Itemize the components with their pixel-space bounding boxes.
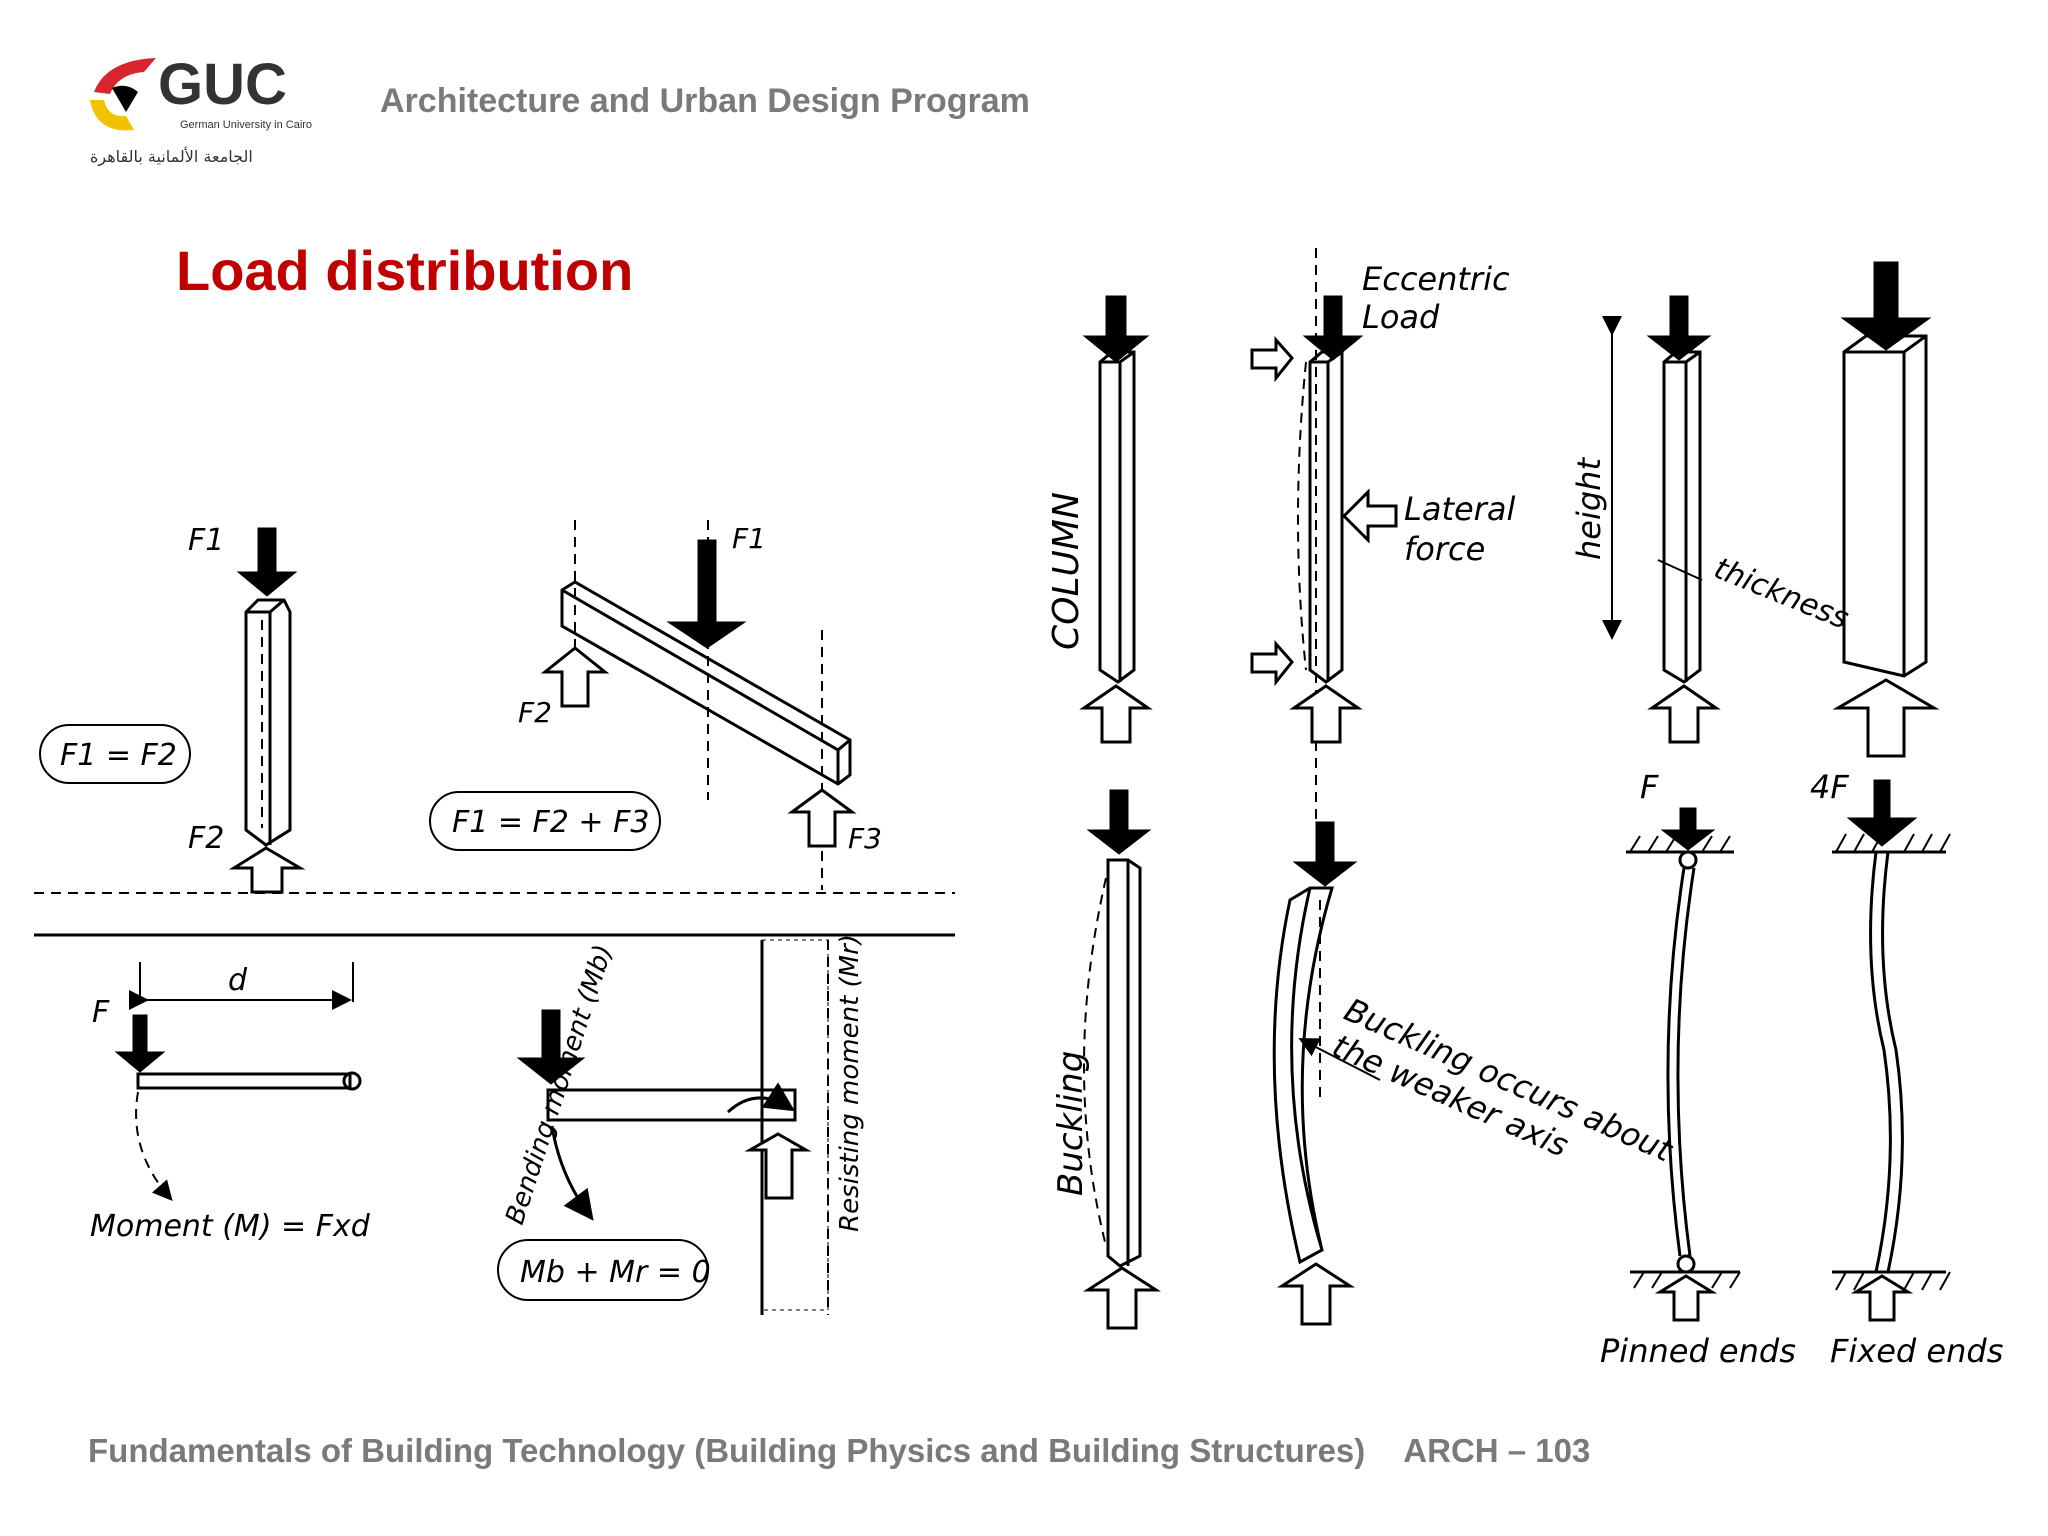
label-distance-d: d [228, 963, 248, 998]
beam-sketch: F1 F2 F3 F1 = F2 + F3 [429, 520, 882, 890]
logo-text: GUC [158, 52, 287, 117]
fixed-load-arrow [1846, 779, 1918, 847]
lateral-label-2: force [1404, 530, 1485, 568]
lateral-force-arrow [1341, 488, 1398, 544]
load-arrow-f [114, 1014, 166, 1073]
buckling-sketch: Buckling Buckling occurs about the weake… [1051, 768, 2003, 1370]
logo-subtitle: German University in Cairo [180, 119, 312, 131]
buckling-label: Buckling [1051, 1051, 1091, 1196]
guc-logo: GUC German University in Cairo الجامعة ا… [86, 52, 336, 172]
eccentric-label-1: Eccentric [1362, 260, 1510, 298]
moment-sketch: d F Moment (M) = Fxd [90, 962, 371, 1244]
column3-reaction [1647, 684, 1721, 744]
eccentric-load-arrow [1302, 295, 1364, 361]
load-arrow-cantilever [516, 1009, 586, 1085]
equation-f1-f2-f3: F1 = F2 + F3 [452, 805, 649, 840]
reaction-arrow-f2-beam [540, 646, 610, 708]
column3-load-arrow [1646, 295, 1712, 361]
footer: Fundamentals of Building Technology (Bui… [88, 1432, 1590, 1470]
weak-axis-reaction [1276, 1262, 1356, 1326]
bending-moment-label: Bending moment (Mb) [500, 941, 619, 1228]
pinned-load-arrow [1660, 807, 1716, 851]
lateral-label-1: Lateral [1404, 490, 1515, 528]
resisting-arrow [744, 1132, 812, 1200]
cantilever-sketch: Bending moment (Mb) Resisting moment (Mr… [497, 934, 865, 1315]
fixed-reaction [1850, 1274, 1914, 1322]
label-f3-beam: F3 [848, 822, 882, 855]
column1-reaction [1079, 684, 1153, 744]
reaction-arrow-f3-beam [787, 788, 857, 848]
column2-reaction [1289, 684, 1363, 744]
label-f2: F2 [188, 821, 224, 856]
label-f1-beam: F1 [732, 522, 766, 555]
label-f1: F1 [188, 523, 224, 558]
lateral-bottom-arrow [1250, 640, 1294, 687]
column-types-sketch: COLUMN Eccentric Load Lateral force heig… [1046, 248, 1940, 820]
column4-load-arrow [1840, 261, 1932, 351]
column4-reaction [1832, 678, 1940, 758]
height-label: height [1570, 457, 1608, 560]
load-label-f: F [1640, 768, 1659, 806]
fixed-ends-label: Fixed ends [1830, 1332, 2003, 1370]
column-label: COLUMN [1046, 492, 1087, 650]
lateral-top-arrow [1250, 336, 1294, 383]
course-title: Fundamentals of Building Technology (Bui… [88, 1432, 1366, 1469]
slide-title: Load distribution [176, 239, 634, 302]
equation-mb-mr: Mb + Mr = 0 [520, 1255, 711, 1290]
logo-arabic: الجامعة الألمانية بالقاهرة [90, 146, 253, 167]
eccentric-label-2: Load [1362, 298, 1440, 336]
column1-load-arrow [1082, 295, 1150, 363]
label-f2-beam: F2 [518, 696, 552, 729]
program-name: Architecture and Urban Design Program [380, 82, 1030, 120]
load-label-4f: 4F [1810, 768, 1849, 806]
buckling-reaction [1082, 1266, 1162, 1330]
load-arrow-f1 [236, 527, 298, 597]
load-arrow-f1-beam [666, 539, 747, 649]
label-force-f: F [92, 995, 110, 1030]
pinned-ends-label: Pinned ends [1600, 1332, 1796, 1370]
course-code: ARCH – 103 [1403, 1432, 1591, 1469]
reaction-arrow-f2 [228, 846, 306, 894]
equation-f1-f2: F1 = F2 [60, 738, 177, 773]
resisting-moment-label: Resisting moment (Mr) [835, 934, 865, 1232]
moment-formula: Moment (M) = Fxd [90, 1209, 371, 1244]
weak-axis-load-arrow [1292, 821, 1358, 887]
buckling-load-arrow [1086, 789, 1152, 855]
simple-column-sketch: F1 F2 F1 = F2 [39, 523, 306, 894]
pinned-reaction [1654, 1274, 1718, 1322]
thickness-label: thickness [1709, 551, 1854, 637]
